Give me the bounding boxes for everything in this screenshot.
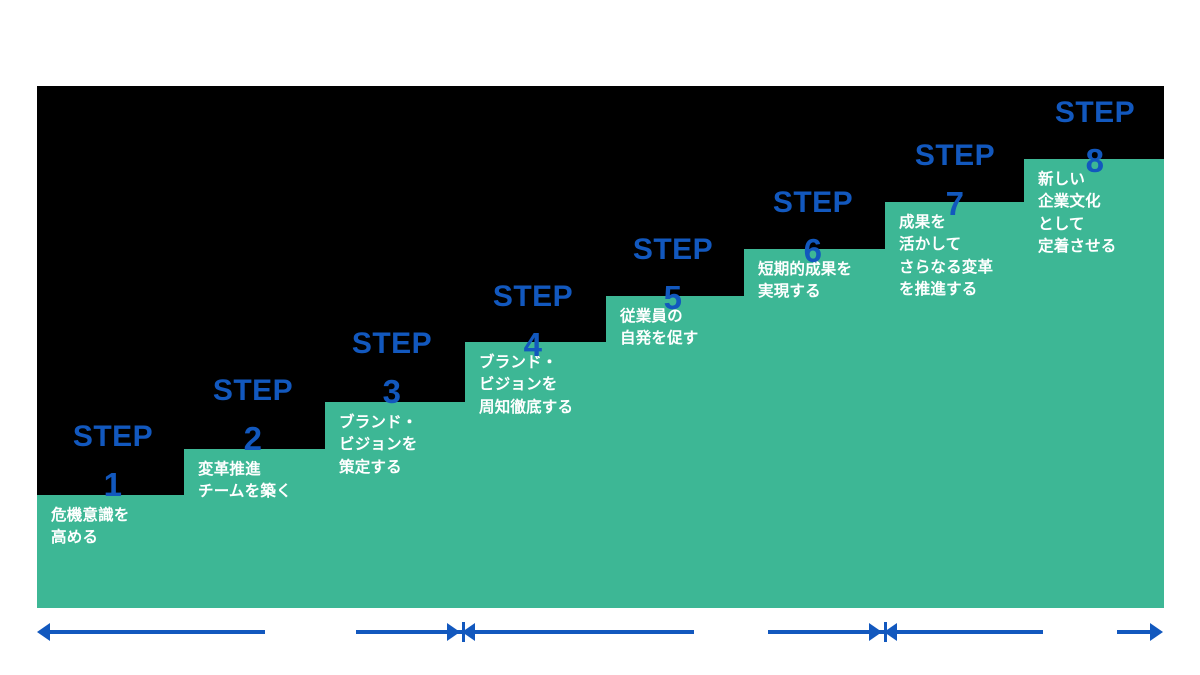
step-caption-word-2: STEP (212, 373, 294, 407)
step-block-2[interactable]: 変革推進 チームを築く (184, 449, 325, 608)
step-caption-word-7: STEP (914, 138, 996, 172)
axis-divider-arrow-left-icon-2 (884, 623, 897, 641)
step-caption-word-5: STEP (632, 232, 714, 266)
step-caption-number-1: 1 (103, 465, 123, 503)
step-block-7[interactable]: 成果を 活かして さらなる変革 を推進する (885, 202, 1024, 608)
step-block-5[interactable]: 従業員の 自発を促す (606, 296, 744, 608)
step-caption-word-8: STEP (1054, 95, 1136, 129)
step-text-3: ブランド・ ビジョンを 策定する (339, 414, 418, 476)
step-caption-1: STEP 1 (44, 406, 182, 517)
step-caption-number-2: 2 (243, 419, 263, 457)
step-block-3[interactable]: ブランド・ ビジョンを 策定する (325, 402, 465, 608)
step-text-8: 新しい 企業文化 として 定着させる (1038, 171, 1117, 256)
step-caption-2: STEP 2 (186, 360, 320, 471)
axis-label-2 (694, 630, 768, 632)
axis-arrow-left-icon (37, 623, 50, 641)
step-text-7: 成果を 活かして さらなる変革 を推進する (899, 214, 994, 299)
axis-divider-arrow-left-icon-1 (462, 623, 475, 641)
step-caption-word-4: STEP (492, 279, 574, 313)
step-caption-word-1: STEP (72, 419, 154, 453)
axis-divider-arrow-right-icon-1 (447, 623, 460, 641)
axis-arrow-right-icon (1150, 623, 1163, 641)
step-text-2: 変革推進 チームを築く (198, 461, 292, 501)
step-text-1: 危機意識を 高める (51, 507, 130, 547)
axis-label-plate-2 (694, 630, 768, 662)
step-caption-number-4: 4 (523, 325, 543, 363)
step-block-8[interactable]: 新しい 企業文化 として 定着させる (1024, 159, 1164, 608)
axis-label-plate-3 (1043, 630, 1117, 662)
step-text-6: 短期的成果を 実現する (758, 261, 853, 301)
step-text-4: ブランド・ ビジョンを 周知徹底する (479, 354, 574, 416)
step-caption-8: STEP 8 (1028, 82, 1162, 193)
step-caption-number-8: 8 (1085, 141, 1105, 179)
step-caption-number-7: 7 (945, 184, 965, 222)
step-caption-4: STEP 4 (466, 266, 600, 377)
step-caption-number-3: 3 (382, 372, 402, 410)
axis-label-plate-1 (265, 630, 356, 662)
step-caption-5: STEP 5 (606, 219, 740, 330)
axis-label-3 (1043, 630, 1117, 632)
step-caption-number-5: 5 (663, 278, 683, 316)
step-caption-6: STEP 6 (746, 172, 880, 283)
step-block-4[interactable]: ブランド・ ビジョンを 周知徹底する (465, 342, 606, 608)
step-caption-word-6: STEP (772, 185, 854, 219)
step-caption-word-3: STEP (351, 326, 433, 360)
step-text-5: 従業員の 自発を促す (620, 308, 699, 348)
step-caption-7: STEP 7 (888, 125, 1022, 236)
step-block-6[interactable]: 短期的成果を 実現する (744, 249, 885, 608)
step-caption-number-6: 6 (803, 231, 823, 269)
axis-divider-tick-2 (884, 622, 887, 642)
axis-divider-arrow-right-icon-2 (869, 623, 882, 641)
step-block-1[interactable]: 危機意識を 高める (37, 495, 184, 608)
axis-divider-tick-1 (462, 622, 465, 642)
step-caption-3: STEP 3 (325, 313, 459, 424)
axis-line (44, 630, 1156, 634)
axis-label-1 (265, 630, 356, 632)
